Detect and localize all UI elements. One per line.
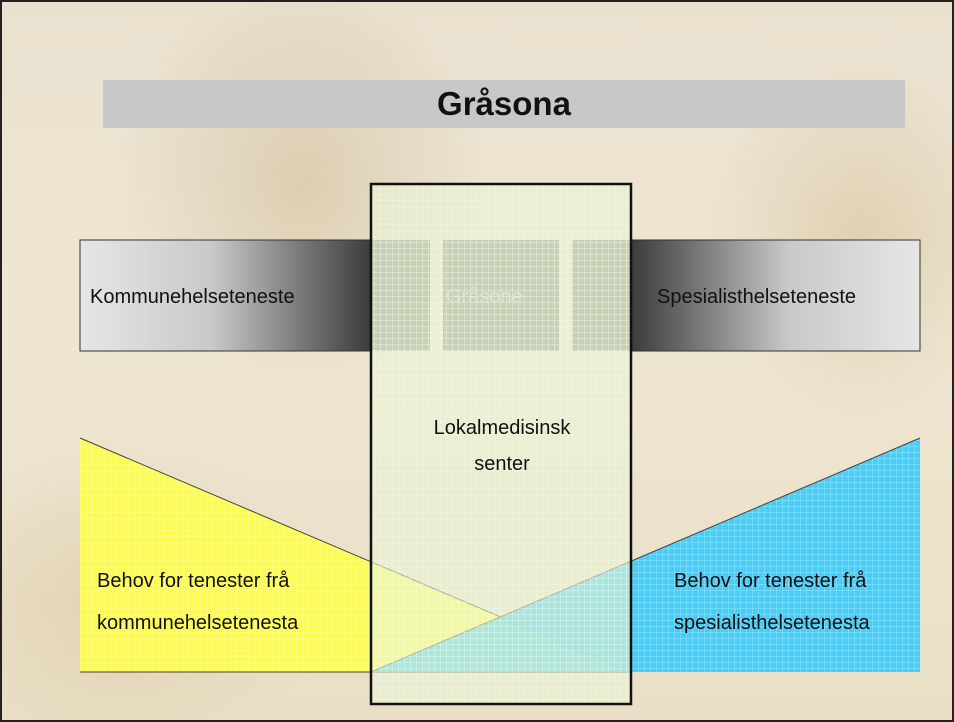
right-need-label-line1: Behov for tenester frå [674,570,867,592]
right-need-label-line2: spesialisthelsetenesta [674,612,870,634]
center-box-label-line1: Lokalmedisinsk [433,417,571,439]
center-box-label-line2: senter [474,453,530,475]
left-need-label-line2: kommunehelsetenesta [97,612,299,634]
right-service-band [629,239,921,352]
grey-zone-label: Gråsone [446,286,523,308]
title-bar: Gråsona [103,80,905,128]
right-need-label: Behov for tenester frå spesialisthelsete… [674,560,870,644]
center-box [369,182,633,706]
slide-title: Gråsona [437,85,571,122]
left-band-label: Kommunehelseteneste [90,286,295,308]
left-service-band [79,239,373,352]
left-need-label: Behov for tenester frå kommunehelsetenes… [97,560,298,644]
right-band-label: Spesialisthelseteneste [657,286,857,308]
center-box-label: Lokalmedisinsk senter [372,410,632,482]
left-need-label-line1: Behov for tenester frå [97,570,290,592]
